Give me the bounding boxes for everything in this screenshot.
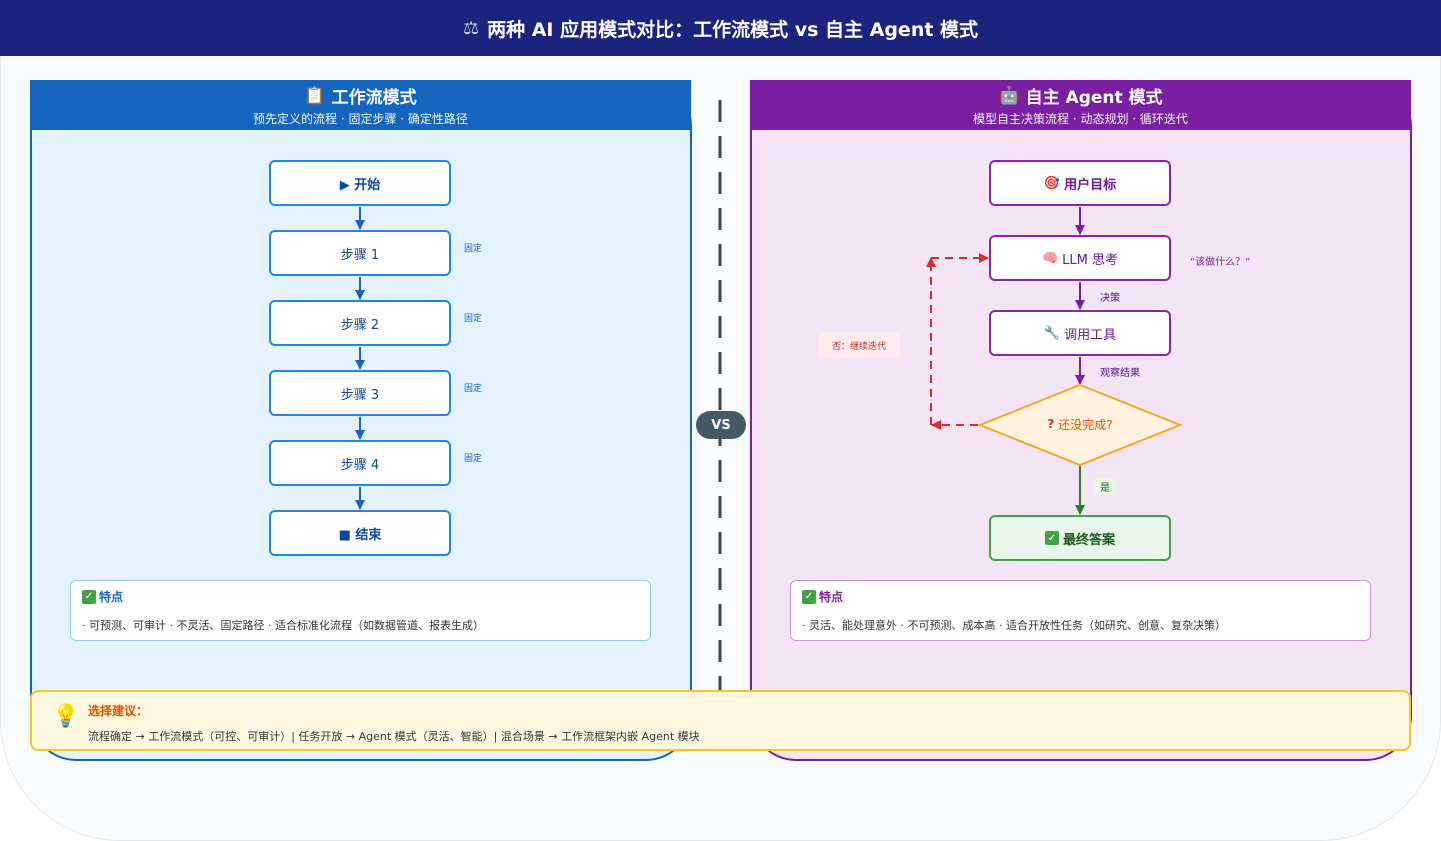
fixed-label-4: 固定 bbox=[464, 454, 483, 464]
node-final-answer: ✓ 最终答案 bbox=[989, 515, 1171, 561]
think-quote-label: “该做什么？” bbox=[1190, 257, 1251, 268]
agent-features-title: 特点 bbox=[819, 590, 844, 604]
yes-label: 是 bbox=[1094, 478, 1116, 495]
agent-subtitle: 模型自主决策流程 · 动态规划 · 循环迭代 bbox=[973, 112, 1188, 126]
wrench-icon: 🔧 bbox=[1043, 325, 1061, 341]
decision-diamond bbox=[977, 383, 1183, 467]
brain-icon: 🧠 bbox=[1041, 250, 1059, 266]
observe-label: 观察结果 bbox=[1100, 368, 1140, 379]
node-user-goal: 🎯 用户目标 bbox=[989, 160, 1171, 206]
workflow-subtitle: 预先定义的流程 · 固定步骤 · 确定性路径 bbox=[253, 112, 468, 126]
no-continue-label: 否：继续迭代 bbox=[818, 332, 900, 358]
workflow-features: ✓ 特点 · 可预测、可审计 · 不灵活、固定路径 · 适合标准化流程（如数据管… bbox=[70, 580, 651, 641]
agent-header: 🤖 自主 Agent 模式 模型自主决策流程 · 动态规划 · 循环迭代 bbox=[750, 80, 1411, 130]
check-icon: ✓ bbox=[82, 589, 96, 604]
lightbulb-icon: 💡 bbox=[52, 704, 80, 729]
node-end: ■ 结束 bbox=[269, 510, 451, 556]
node-start: ▶ 开始 bbox=[269, 160, 451, 206]
agent-features-text: · 灵活、能处理意外 · 不可预测、成本高 · 适合开放性任务（如研究、创意、复… bbox=[802, 619, 1226, 632]
advice-text: 流程确定 → 工作流模式（可控、可审计）| 任务开放 → Agent 模式（灵活… bbox=[88, 730, 700, 743]
agent-features: ✓ 特点 · 灵活、能处理意外 · 不可预测、成本高 · 适合开放性任务（如研究… bbox=[790, 580, 1371, 641]
decision-label: ? 还没完成? bbox=[1047, 417, 1113, 432]
vs-badge: VS bbox=[696, 411, 746, 439]
workflow-features-text: · 可预测、可审计 · 不灵活、固定路径 · 适合标准化流程（如数据管道、报表生… bbox=[82, 619, 484, 632]
node-step-2: 步骤 2 bbox=[269, 300, 451, 346]
workflow-title: 工作流模式 bbox=[331, 88, 417, 108]
decide-label: 决策 bbox=[1100, 293, 1120, 304]
agent-title: 自主 Agent 模式 bbox=[1025, 88, 1163, 108]
advice-box: 💡 选择建议： 流程确定 → 工作流模式（可控、可审计）| 任务开放 → Age… bbox=[30, 690, 1411, 751]
check-icon: ✓ bbox=[1044, 531, 1059, 545]
check-icon: ✓ bbox=[802, 589, 816, 604]
target-icon: 🎯 bbox=[1043, 175, 1061, 191]
workflow-features-title: 特点 bbox=[99, 590, 124, 604]
page-title: 两种 AI 应用模式对比：工作流模式 vs 自主 Agent 模式 bbox=[487, 18, 979, 41]
workflow-header: 📋 工作流模式 预先定义的流程 · 固定步骤 · 确定性路径 bbox=[30, 80, 691, 130]
question-icon: ? bbox=[1047, 417, 1055, 431]
fixed-label-1: 固定 bbox=[464, 244, 483, 254]
title-bar: ⚖ 两种 AI 应用模式对比：工作流模式 vs 自主 Agent 模式 bbox=[0, 0, 1441, 56]
clipboard-icon: 📋 bbox=[304, 85, 326, 106]
advice-title: 选择建议： bbox=[88, 704, 149, 718]
node-step-1: 步骤 1 bbox=[269, 230, 451, 276]
node-step-4: 步骤 4 bbox=[269, 440, 451, 486]
robot-icon: 🤖 bbox=[998, 85, 1020, 106]
node-llm-think: 🧠 LLM 思考 bbox=[989, 235, 1171, 281]
fixed-label-3: 固定 bbox=[464, 384, 483, 394]
fixed-label-2: 固定 bbox=[464, 314, 483, 324]
node-call-tool: 🔧 调用工具 bbox=[989, 310, 1171, 356]
balance-scale-icon: ⚖ bbox=[462, 17, 480, 39]
node-step-3: 步骤 3 bbox=[269, 370, 451, 416]
